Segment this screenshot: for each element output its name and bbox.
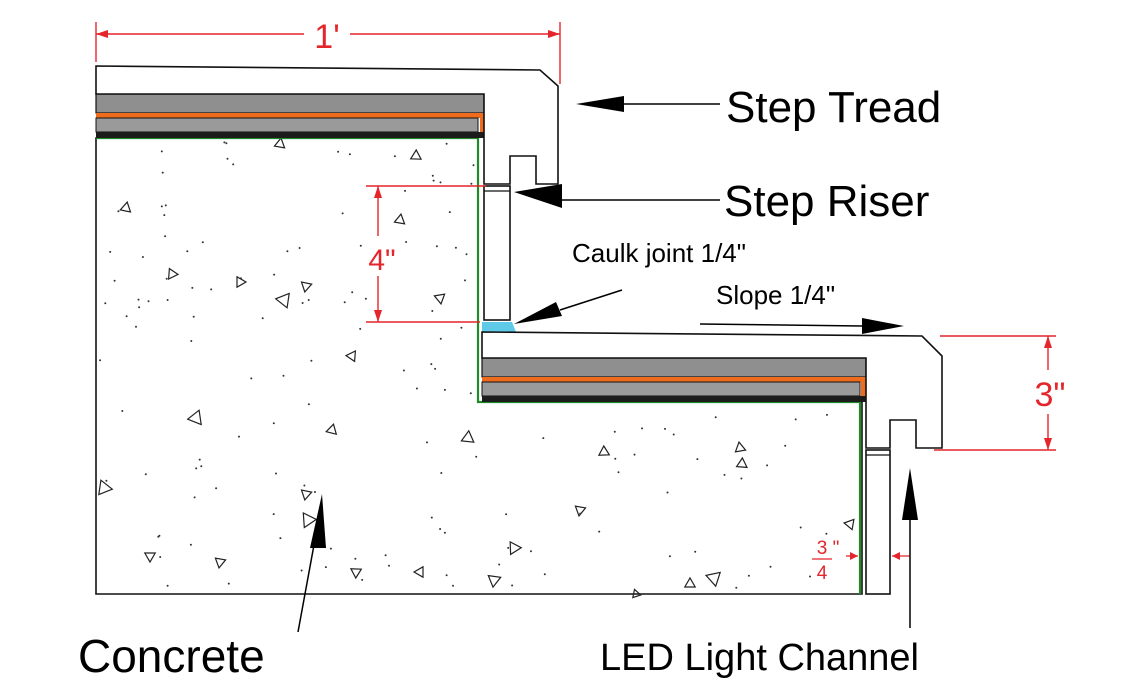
upper-riser-piece [483,185,511,321]
upper-bond-layer [96,132,484,138]
upper-step-tread-profile [95,65,559,185]
slope-label: Slope 1/4" [716,280,835,310]
lower-membrane-layer [482,377,866,382]
lower-tile-layer [481,357,867,378]
upper-membrane-riser [480,113,485,135]
nosing-height-label: 3" [1035,376,1066,414]
lower-membrane-riser [861,377,866,399]
upper-tile-layer [95,93,485,114]
riser-height-dimension [366,185,486,323]
upper-membrane-layer [96,113,484,118]
lower-bond-layer [482,396,866,402]
led-channel-label: LED Light Channel [600,637,919,679]
nosing-height-dimension [934,335,1056,451]
gap-fraction-bottom: 4 [817,563,828,584]
concrete-speck-pattern [99,141,828,589]
gap-fraction-unit: " [833,538,840,559]
width-dimension-label: 1' [314,18,339,56]
gap-dimension [812,552,910,560]
lower-step-tread-profile [481,331,943,449]
caulk-joint [482,322,516,332]
riser-height-label: 4" [368,244,395,277]
step-tread-label: Step Tread [726,83,941,132]
concrete-label: Concrete [78,630,265,682]
callout-arrows [297,96,918,633]
concrete-aggregate-pattern [98,136,855,599]
step-riser-label: Step Riser [724,177,929,226]
width-dimension [95,22,561,84]
lower-mortar-layer [481,381,861,397]
gap-fraction-top: 3 [817,538,828,559]
caulk-joint-label: Caulk joint 1/4" [572,238,746,268]
lower-riser-piece [865,449,891,595]
upper-mortar-layer [95,117,479,133]
